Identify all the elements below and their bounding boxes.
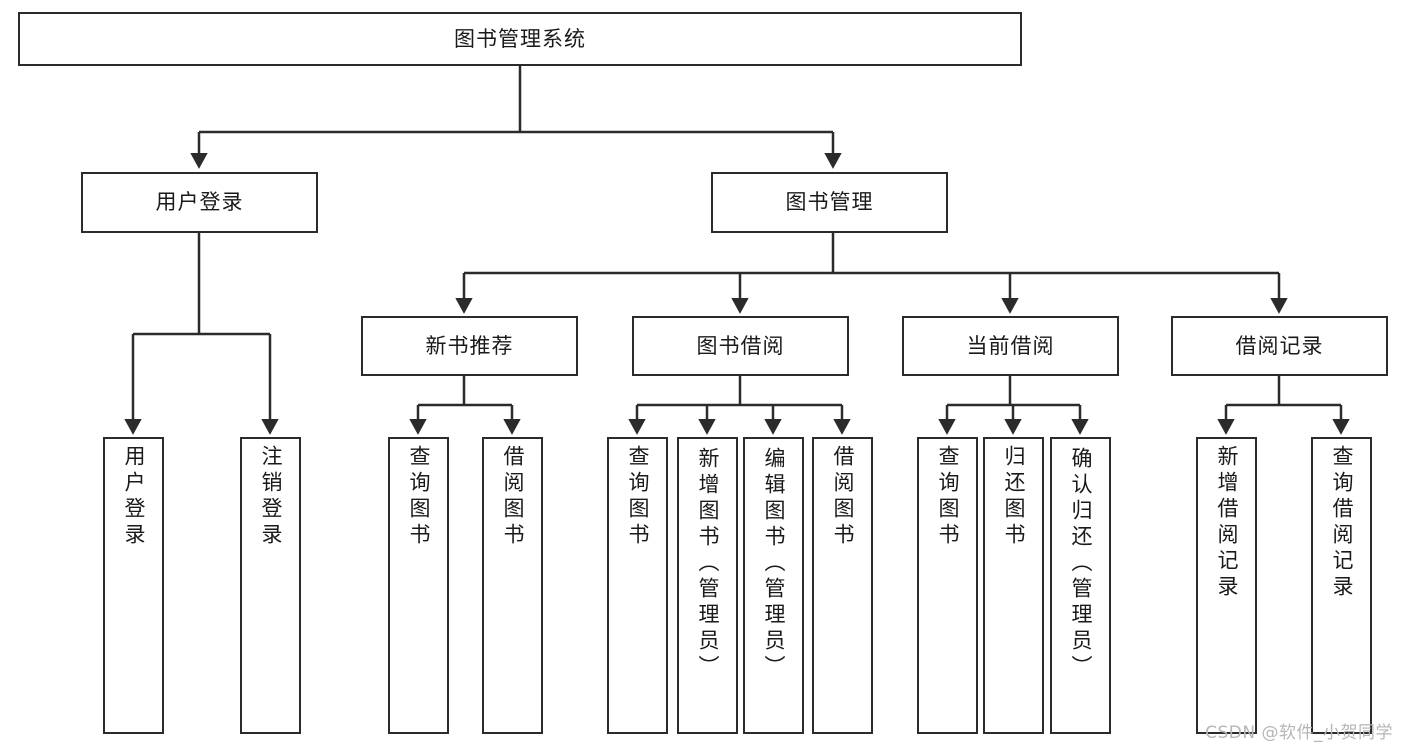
node-leaf-rec-query-record[interactable]: 查询借阅记录: [1311, 437, 1372, 734]
node-book-borrow[interactable]: 图书借阅: [632, 316, 849, 376]
node-leaf-rec-add-record-label: 新增借阅记录: [1215, 445, 1239, 601]
node-user-login-label: 用户登录: [155, 190, 244, 215]
node-leaf-borrow-add-book[interactable]: 新增图书（管理员）: [677, 437, 738, 734]
node-book-manage[interactable]: 图书管理: [711, 172, 948, 233]
node-leaf-cur-confirm-return[interactable]: 确认归还（管理员）: [1050, 437, 1111, 734]
node-leaf-user-login-label: 用户登录: [122, 445, 146, 549]
node-leaf-borrow-query-book[interactable]: 查询图书: [607, 437, 668, 734]
node-book-manage-label: 图书管理: [785, 190, 874, 215]
watermark-text: CSDN @软件_小贺同学: [1205, 723, 1393, 743]
node-leaf-user-logout[interactable]: 注销登录: [240, 437, 301, 734]
node-leaf-cur-return-book[interactable]: 归还图书: [983, 437, 1044, 734]
node-leaf-rec-query-book-label: 查询图书: [407, 445, 431, 549]
node-leaf-borrow-query-book-label: 查询图书: [626, 445, 650, 549]
node-leaf-rec-borrow-book[interactable]: 借阅图书: [482, 437, 543, 734]
node-root-label: 图书管理系统: [454, 26, 586, 51]
node-leaf-borrow-add-book-label: 新增图书（管理员）: [696, 447, 720, 681]
node-leaf-rec-query-record-label: 查询借阅记录: [1330, 445, 1354, 601]
node-new-book-rec-label: 新书推荐: [425, 333, 514, 358]
node-book-borrow-label: 图书借阅: [696, 333, 785, 358]
node-leaf-cur-return-book-label: 归还图书: [1002, 445, 1026, 549]
node-current-borrow-label: 当前借阅: [966, 333, 1055, 358]
node-borrow-record-label: 借阅记录: [1235, 333, 1324, 358]
node-leaf-cur-confirm-return-label: 确认归还（管理员）: [1069, 447, 1093, 681]
node-leaf-rec-borrow-book-label: 借阅图书: [501, 445, 525, 549]
node-root[interactable]: 图书管理系统: [18, 12, 1022, 66]
node-leaf-user-logout-label: 注销登录: [259, 445, 283, 549]
node-current-borrow[interactable]: 当前借阅: [902, 316, 1119, 376]
node-leaf-borrow-edit-book-label: 编辑图书（管理员）: [762, 447, 786, 681]
node-leaf-borrow-borrow-book[interactable]: 借阅图书: [812, 437, 873, 734]
node-new-book-rec[interactable]: 新书推荐: [361, 316, 578, 376]
node-user-login[interactable]: 用户登录: [81, 172, 318, 233]
node-leaf-borrow-borrow-book-label: 借阅图书: [831, 445, 855, 549]
node-leaf-rec-query-book[interactable]: 查询图书: [388, 437, 449, 734]
node-borrow-record[interactable]: 借阅记录: [1171, 316, 1388, 376]
node-leaf-borrow-edit-book[interactable]: 编辑图书（管理员）: [743, 437, 804, 734]
node-leaf-cur-query-book[interactable]: 查询图书: [917, 437, 978, 734]
node-leaf-rec-add-record[interactable]: 新增借阅记录: [1196, 437, 1257, 734]
node-leaf-user-login[interactable]: 用户登录: [103, 437, 164, 734]
node-leaf-cur-query-book-label: 查询图书: [936, 445, 960, 549]
